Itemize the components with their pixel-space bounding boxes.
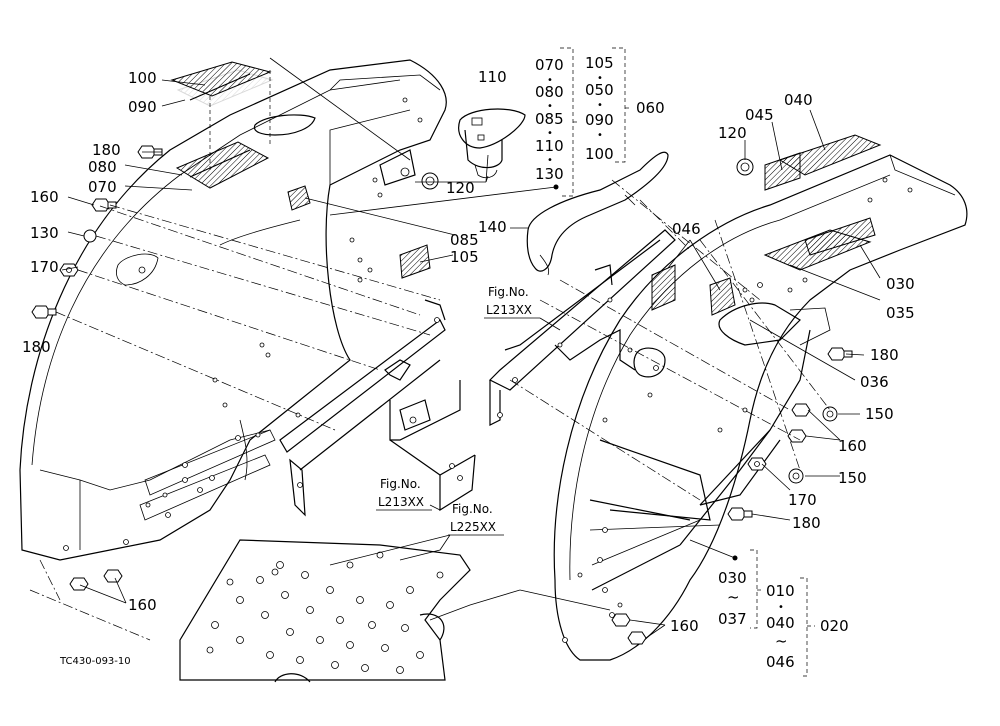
group-a-item: 080 xyxy=(535,83,564,101)
group-brackets xyxy=(560,47,815,677)
washer-150-top xyxy=(822,406,838,422)
callout-130: 130 xyxy=(30,224,59,242)
fig-ref-prefix: Fig.No. xyxy=(488,285,529,299)
fig-ref-number: L225XX xyxy=(450,520,496,534)
grommet-120-right xyxy=(736,158,754,176)
callout-160-left: 160 xyxy=(30,188,59,206)
group-b-sep: • xyxy=(597,100,603,111)
group-a-item: 085 xyxy=(535,110,564,128)
callout-160-bottom-right: 160 xyxy=(670,617,699,635)
group-c-total: 020 xyxy=(820,617,849,635)
fig-ref-number: L213XX xyxy=(486,303,532,317)
bolts-160-bottom-left xyxy=(69,569,123,591)
callout-105: 105 xyxy=(450,248,479,266)
callout-labels: 100 090 180 080 070 160 130 170 180 110 … xyxy=(22,68,915,635)
group-b-sep: • xyxy=(597,73,603,84)
group-c-from2: 040 xyxy=(766,614,795,632)
group-b-sep: • xyxy=(597,130,603,141)
callout-120-right: 120 xyxy=(718,124,747,142)
drawing-code: TC430-093-10 xyxy=(59,656,131,667)
callout-100: 100 xyxy=(128,69,157,87)
cup-holder xyxy=(458,108,526,179)
callout-110: 110 xyxy=(478,68,507,86)
callout-090: 090 xyxy=(128,98,157,116)
callout-045: 045 xyxy=(745,106,774,124)
group-c-from: 030 xyxy=(718,569,747,587)
group-c-sep: • xyxy=(778,602,784,613)
group-a-item: 130 xyxy=(535,165,564,183)
group-a-item: 110 xyxy=(535,137,564,155)
grommet-120-left xyxy=(421,172,439,190)
callout-085: 085 xyxy=(450,231,479,249)
callout-036: 036 xyxy=(860,373,889,391)
callout-160-right: 160 xyxy=(838,437,867,455)
bolts-160-bottom-right xyxy=(611,613,647,645)
left-bracket xyxy=(279,299,476,517)
callout-180-left: 180 xyxy=(22,338,51,356)
callout-035: 035 xyxy=(886,304,915,322)
callout-140: 140 xyxy=(478,218,507,236)
group-c-mid: 010 xyxy=(766,582,795,600)
callout-180-right-top: 180 xyxy=(870,346,899,364)
group-c-to2: 046 xyxy=(766,653,795,671)
group-a-sep: • xyxy=(547,155,553,166)
group-b-list: 105 • 050 • 090 • 100 060 xyxy=(585,54,665,163)
callout-030: 030 xyxy=(886,275,915,293)
group-b-item: 050 xyxy=(585,81,614,99)
callout-080: 080 xyxy=(88,158,117,176)
fig-ref-prefix: Fig.No. xyxy=(380,477,421,491)
callout-070: 070 xyxy=(88,178,117,196)
group-a-list: 070 • 080 • 085 • 110 • 130 xyxy=(535,56,564,183)
callout-150-bottom: 150 xyxy=(838,469,867,487)
left-fender-holes xyxy=(63,97,423,551)
callout-160-bottom-left: 160 xyxy=(128,596,157,614)
right-fender xyxy=(553,134,968,661)
grommet-130 xyxy=(83,229,97,243)
group-b-item: 090 xyxy=(585,111,614,129)
callout-046: 046 xyxy=(672,220,701,238)
callout-120-left: 120 xyxy=(446,179,475,197)
group-b-item: 100 xyxy=(585,145,614,163)
left-fender xyxy=(19,59,447,561)
callout-180-right-bottom: 180 xyxy=(792,514,821,532)
nut-170-right xyxy=(747,457,767,471)
fig-ref-number: L213XX xyxy=(378,495,424,509)
left-fender-decals xyxy=(170,61,431,279)
group-a-sep: • xyxy=(547,128,553,139)
washer-150-bottom xyxy=(788,468,804,484)
callout-180-top: 180 xyxy=(92,141,121,159)
group-b-total: 060 xyxy=(636,99,665,117)
group-b-item: 105 xyxy=(585,54,614,72)
bolt-180-right-bottom xyxy=(727,507,753,521)
right-fender-holes xyxy=(562,177,913,643)
group-c-list: 030 ~ 037 010 • 040 ~ 046 020 xyxy=(718,569,849,671)
fig-ref-prefix: Fig.No. xyxy=(452,502,493,516)
group-a-item: 070 xyxy=(535,56,564,74)
callout-170-left: 170 xyxy=(30,258,59,276)
handrail xyxy=(526,151,669,276)
group-c-tilde: ~ xyxy=(727,588,740,606)
floor-plate xyxy=(179,539,471,683)
group-a-sep: • xyxy=(547,75,553,86)
bolts-160-right xyxy=(787,403,811,443)
group-c-tilde2: ~ xyxy=(775,632,788,650)
group-c-to: 037 xyxy=(718,610,747,628)
floor-plate-holes xyxy=(206,551,444,674)
figure-references: Fig.No. L213XX Fig.No. L213XX Fig.No. L2… xyxy=(376,285,540,536)
group-a-sep: • xyxy=(547,101,553,112)
leader-lines xyxy=(29,57,881,641)
callout-040: 040 xyxy=(784,91,813,109)
callout-170-right: 170 xyxy=(788,491,817,509)
callout-150-top: 150 xyxy=(865,405,894,423)
